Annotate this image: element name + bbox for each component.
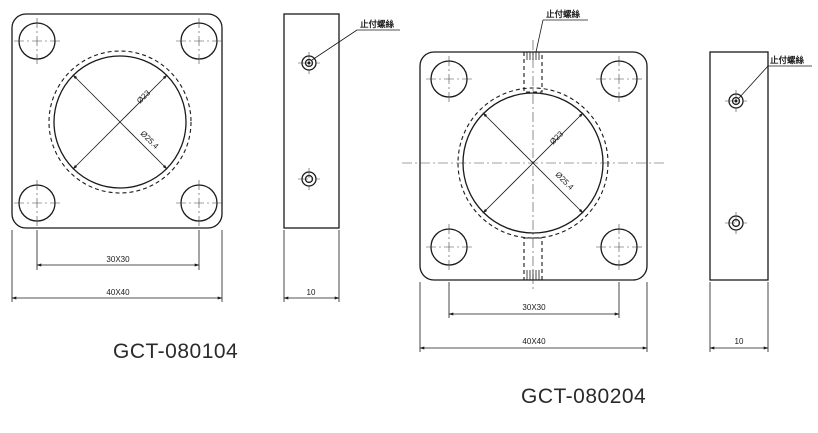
svg-text:30X30: 30X30 <box>106 255 130 264</box>
set-screw-top-1 <box>298 52 320 74</box>
inner-dia-label-2: Ø23 <box>548 129 565 146</box>
svg-text:10: 10 <box>307 288 316 297</box>
corner-hole-bottom-right-1 <box>176 180 222 226</box>
model-label-2: GCT-080204 <box>521 385 647 408</box>
set-screw-note-2a: 止付螺絲 <box>546 9 581 20</box>
svg-text:10: 10 <box>735 337 744 346</box>
inner-bore-1 <box>53 55 187 189</box>
drawing-gct-080204: Ø23 Ø25.4 止付螺絲 30X30 40X40 <box>402 9 812 352</box>
corner-hole-bottom-left-2 <box>426 224 472 270</box>
outer-recess-1 <box>48 50 192 194</box>
set-screw-note-1: 止付螺絲 <box>360 19 395 30</box>
dimension-hole-pitch-2: 30X30 <box>448 282 620 318</box>
set-screw-channel-top-2 <box>523 51 543 93</box>
outer-dia-label-1: Ø25.4 <box>139 129 161 151</box>
dimension-overall-2: 40X40 <box>419 282 648 352</box>
corner-hole-top-left-2 <box>426 56 472 102</box>
corner-hole-bottom-left-1 <box>14 180 60 226</box>
svg-text:30X30: 30X30 <box>522 303 546 312</box>
dimension-overall-1: 40X40 <box>11 230 223 302</box>
set-screw-bottom-2 <box>725 212 747 234</box>
set-screw-top-2 <box>725 90 747 112</box>
svg-text:40X40: 40X40 <box>106 288 130 297</box>
front-view-plate-2: Ø23 Ø25.4 止付螺絲 <box>402 9 665 292</box>
corner-hole-top-left-1 <box>14 18 60 64</box>
set-screw-note-2b: 止付螺絲 <box>770 55 805 66</box>
dimension-thickness-2: 10 <box>709 282 769 352</box>
outer-recess-2 <box>457 87 609 239</box>
drawing-gct-080104: Ø23 Ø25.4 30X30 40X40 <box>11 13 400 302</box>
corner-hole-top-right-1 <box>176 18 222 64</box>
svg-text:40X40: 40X40 <box>522 337 546 346</box>
set-screw-bottom-1 <box>298 168 320 190</box>
side-view-2: 止付螺絲 <box>709 51 812 281</box>
front-view-plate-1: Ø23 Ø25.4 <box>11 13 223 229</box>
corner-hole-bottom-right-2 <box>596 224 642 270</box>
side-view-1: 止付螺絲 <box>283 13 400 229</box>
model-label-1: GCT-080104 <box>113 340 239 363</box>
inner-dia-label-1: Ø23 <box>135 88 152 105</box>
set-screw-channel-bottom-2 <box>523 237 543 281</box>
dimension-hole-pitch-1: 30X30 <box>36 230 200 270</box>
inner-bore-2 <box>462 92 604 234</box>
corner-hole-top-right-2 <box>596 56 642 102</box>
outer-dia-label-2: Ø25.4 <box>554 170 576 192</box>
dimension-thickness-1: 10 <box>283 230 340 302</box>
